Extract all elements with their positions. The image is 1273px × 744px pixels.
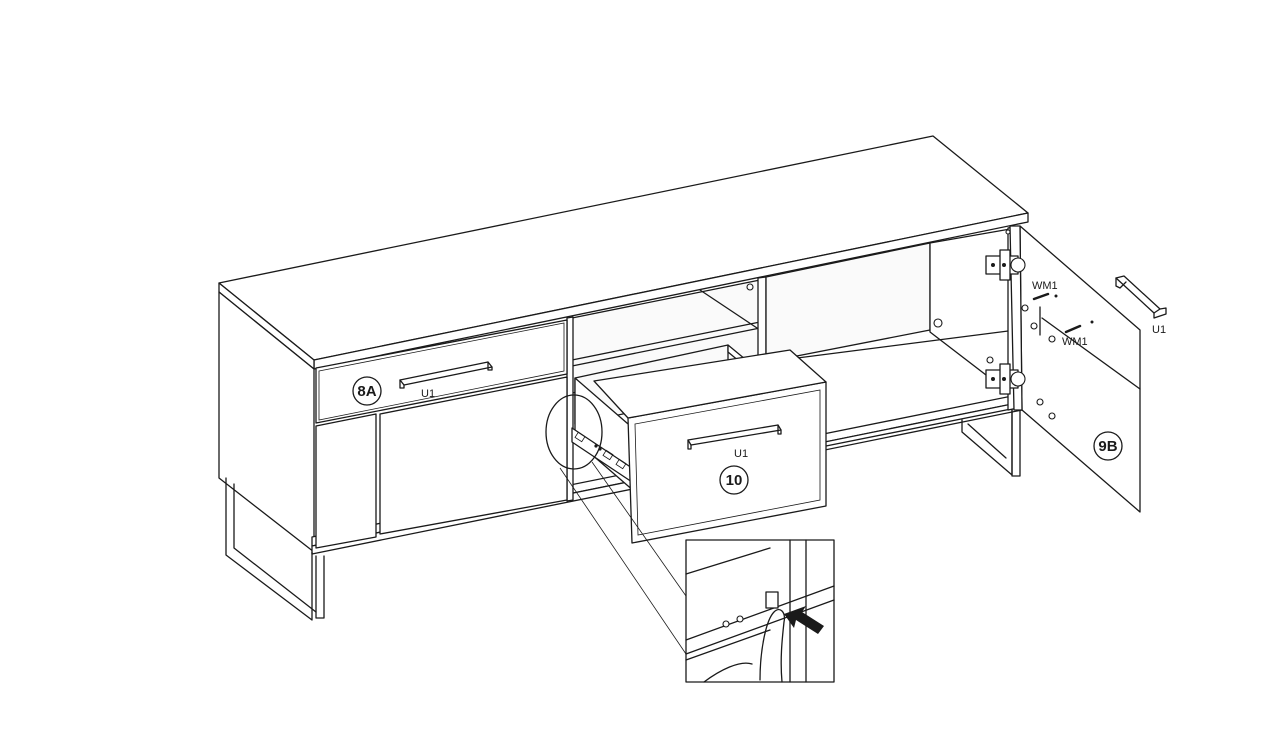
label-9b: 9B [1098,438,1117,455]
door-hole [1048,335,1056,343]
middle-shelf-depth [699,289,761,331]
divider-left [566,316,574,502]
label-10: 10 [726,472,743,489]
detail-callout-circle [545,394,603,470]
door-9b [985,225,1141,513]
label-u1-loose: U1 [1152,324,1166,336]
door-hole [1048,412,1056,420]
inset-rail-top [685,547,771,575]
door-hole [1021,304,1029,312]
right-side-hole-2 [986,356,994,364]
leg-front-left-post [315,555,325,619]
screw-wm1-top [1032,292,1050,301]
middle-shelf-front [571,327,761,367]
loose-handle-u1 [1115,275,1167,319]
front-panels-left [315,319,568,549]
drawer-10-front-inset [634,389,821,536]
label-8a: 8A [357,383,376,400]
slide-release-lever [765,591,779,609]
inset-slide [685,629,771,661]
hinge-top [985,249,1026,281]
callout-leader-bottom [559,467,687,655]
label-u1-drawer-8a: U1 [421,388,435,400]
right-side-hole-1 [933,318,943,328]
part-labels: 8A 10 9B U1 U1 U1 WM1 WM1 [352,280,1166,495]
hand-finger [759,608,786,683]
left-door-large[interactable] [379,376,568,535]
door-hole [1030,322,1038,330]
door-9b-panel[interactable] [1019,225,1141,513]
middle-shelf-edge [571,321,761,361]
left-door-small[interactable] [315,413,377,549]
callout-leader-top [591,461,687,597]
inset-rail-mid [685,585,835,641]
leg-front-left [225,477,313,621]
detail-inset-frame [685,539,835,683]
screw-wm1-bottom [1064,324,1082,334]
inset-rail-low [685,599,835,655]
label-u1-drawer-10: U1 [734,448,748,460]
door-9b-inset-divider [1041,317,1141,390]
hinge-bottom [985,363,1026,395]
right-compartment-bottom-edge [825,407,1017,447]
label-wm1-top: WM1 [1032,280,1058,292]
drawer-10-front-top-edge [593,349,827,419]
door-hole [1005,229,1011,235]
leg-right-inner [967,423,1007,459]
detail-inset [559,461,835,683]
middle-compartment-hole [746,283,754,291]
label-wm1-bottom: WM1 [1062,336,1088,348]
cabinet-legs [225,407,1021,621]
leg-right-post [1011,407,1021,477]
divider-right [757,276,767,367]
push-arrow-icon [784,606,824,634]
right-compartment-floor [765,329,1017,363]
drawer-10 [545,344,827,544]
drawer-8a-inset [318,322,565,421]
leg-front-left-inner [233,483,317,613]
door-hole [1036,398,1044,406]
